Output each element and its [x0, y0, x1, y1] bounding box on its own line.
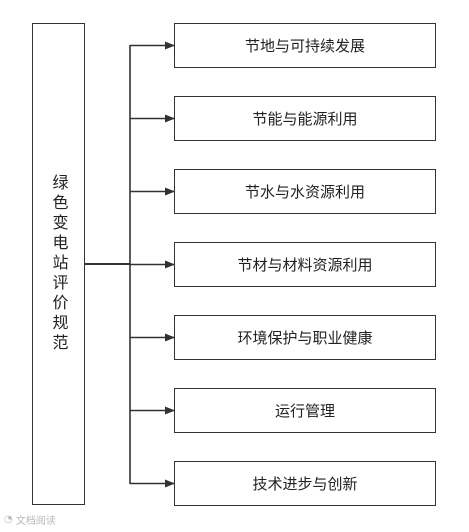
child-node-label: 技术进步与创新 [252, 475, 358, 493]
watermark-text: 文档阅读 [15, 516, 56, 527]
child-node-label: 节材与材料资源利用 [237, 256, 373, 274]
child-node-label: 节能与能源利用 [252, 110, 358, 128]
child-node-1: 节地与可持续发展 [174, 23, 436, 68]
weibo-icon: ◔ [4, 514, 13, 525]
child-node-label: 环境保护与职业健康 [237, 329, 373, 347]
child-node-label: 运行管理 [274, 402, 335, 420]
child-node-label: 节地与可持续发展 [244, 37, 365, 55]
child-node-6: 运行管理 [174, 388, 436, 433]
child-node-2: 节能与能源利用 [174, 96, 436, 141]
child-node-label: 节水与水资源利用 [244, 183, 365, 201]
child-node-3: 节水与水资源利用 [174, 169, 436, 214]
root-node-label: 绿色变电站评价规范 [49, 174, 69, 354]
root-node-box: 绿色变电站评价规范 [32, 23, 85, 505]
child-node-5: 环境保护与职业健康 [174, 315, 436, 360]
child-node-7: 技术进步与创新 [174, 461, 436, 506]
child-node-4: 节材与材料资源利用 [174, 242, 436, 287]
watermark: ◔ 文档阅读 [4, 512, 56, 527]
